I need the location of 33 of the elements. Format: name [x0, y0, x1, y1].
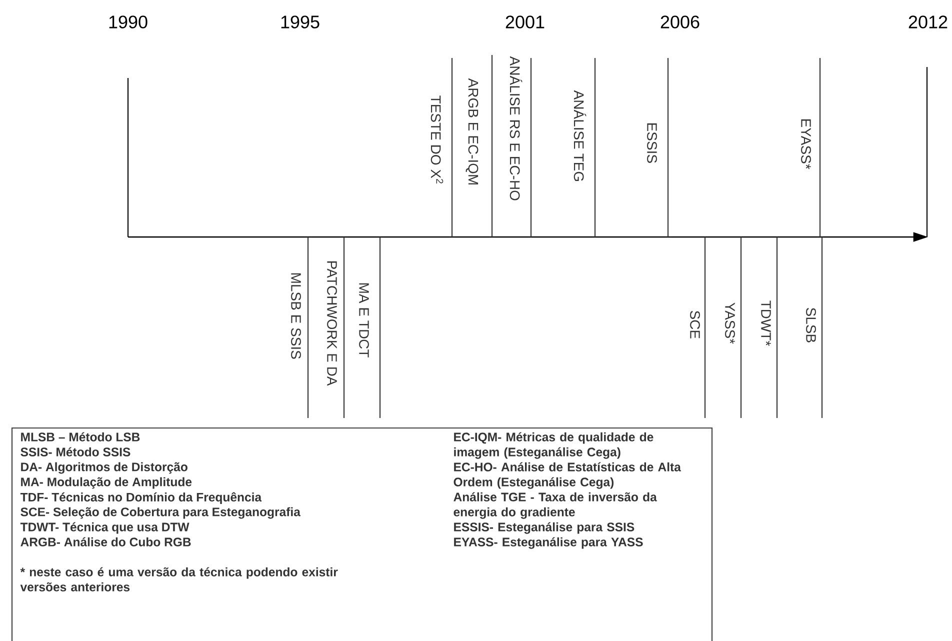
footnote-text: * neste caso é uma versão da técnica podendo existir versões anteriores: [20, 567, 338, 592]
event-label: ESSIS: [647, 123, 657, 163]
glossary-entry: TDF- Técnicas no Domínio da Frequência: [20, 492, 262, 504]
event-label: MA E TDCT: [359, 283, 369, 358]
glossary-entry: SCE- Seleção de Cobertura para Esteganografia: [20, 507, 300, 519]
glossary-entry: ARGB- Análise do Cubo RGB: [20, 537, 191, 546]
event-label: PATCHWORK E DA: [327, 261, 337, 386]
glossary-entry: EC-IQM- Métricas de qualidade de imagem (Esteganálise Cega): [454, 432, 654, 459]
glossary-entry: Análise TGE - Taxa de inversão da energia do gradiente: [454, 492, 657, 519]
glossary-entry: EYASS- Esteganálise para YASS: [454, 537, 643, 549]
event-label: TDWT*: [761, 300, 771, 346]
year-label: 2006: [660, 16, 700, 28]
year-label: 1995: [281, 16, 320, 28]
event-label: ANÁLISE RS E EC-HO: [510, 56, 522, 200]
event-label: YASS*: [725, 302, 735, 344]
event-label: EYASS*: [801, 119, 811, 170]
event-label: ANÁLISE TEG: [574, 90, 586, 181]
year-label: 1990: [109, 16, 148, 28]
year-label: 2001: [506, 16, 544, 28]
year-label: 2012: [908, 16, 948, 28]
event-label: MLSB E SSIS: [291, 273, 301, 359]
event-label: SCE: [690, 310, 700, 338]
glossary-entry: EC-HO- Análise de Estatísticas de Alta Ordem (Esteganálise Cega): [454, 462, 681, 489]
event-label: SLSB: [806, 308, 816, 342]
glossary-entry: MLSB – Método LSB: [21, 432, 140, 442]
glossary-entry: DA- Algoritmos de Distorção: [21, 462, 188, 474]
event-label: TESTE DO X$^{2}$: [430, 96, 444, 184]
glossary-entry: TDWT- Técnica que usa DTW: [20, 522, 190, 534]
glossary-entry: ESSIS- Esteganálise para SSIS: [454, 522, 634, 534]
glossary-entry: MA- Modulação de Amplitude: [21, 477, 192, 489]
event-label: ARGB E EC-IQM: [466, 78, 478, 184]
glossary-entry: SSIS- Método SSIS: [20, 447, 130, 456]
glossary-box: [11, 427, 713, 641]
